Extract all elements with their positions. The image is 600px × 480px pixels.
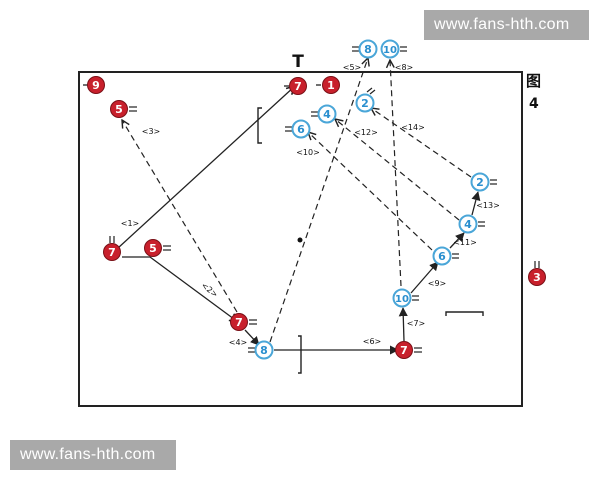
- svg-text:4: 4: [464, 218, 472, 231]
- svg-text:3: 3: [533, 271, 541, 284]
- svg-text:7: 7: [235, 316, 243, 329]
- red-player-7-center: 7: [230, 313, 257, 331]
- red-player-1: 1: [316, 76, 340, 94]
- watermark-bottom: www.fans-hth.com: [10, 440, 176, 470]
- blue-player-2-top: 2: [355, 87, 376, 113]
- dashed-lines: [122, 58, 472, 343]
- step-label: <11>: [453, 238, 477, 247]
- svg-text:8: 8: [260, 344, 268, 357]
- field-boundary: [78, 71, 523, 407]
- svg-text:8: 8: [364, 43, 372, 56]
- step-label: <5>: [343, 63, 362, 72]
- line-13: [471, 191, 481, 216]
- svg-text:4: 4: [323, 108, 331, 121]
- line-7: [398, 307, 408, 342]
- blue-player-8-top: 8: [352, 39, 378, 59]
- figure-number: 4: [529, 96, 539, 112]
- svg-text:10: 10: [383, 45, 397, 56]
- dash-8: [390, 60, 402, 287]
- step-label: <14>: [401, 123, 425, 132]
- watermark-top: www.fans-hth.com: [424, 10, 589, 40]
- step-label: <13>: [476, 201, 500, 210]
- step-label: <1>: [121, 219, 140, 228]
- red-player-7-top: 7: [284, 77, 307, 95]
- svg-text:5: 5: [115, 103, 123, 116]
- step-label: <9>: [428, 279, 447, 288]
- line-1: [117, 86, 295, 249]
- svg-text:6: 6: [297, 123, 305, 136]
- dash-12: [335, 119, 460, 221]
- blue-player-8-bottom: 8: [248, 340, 274, 360]
- screen-bracket-left: [257, 107, 262, 144]
- svg-text:6: 6: [438, 250, 446, 263]
- red-player-3: 3: [528, 261, 546, 286]
- blue-player-4-right: 4: [458, 214, 485, 234]
- red-player-5-left: 5: [144, 239, 171, 257]
- red-player-7-left: 7: [103, 236, 121, 261]
- red-player-5-top: 5: [110, 100, 137, 118]
- line-11: [449, 232, 465, 249]
- screen-bracket-right: [445, 311, 484, 316]
- svg-text:5: 5: [149, 242, 157, 255]
- marker-t: T: [292, 52, 304, 72]
- solid-lines: [117, 86, 481, 355]
- step-label: <6>: [363, 337, 382, 346]
- svg-text:7: 7: [294, 80, 302, 93]
- screen-bracket-center: [298, 335, 302, 374]
- step-label: <10>: [296, 148, 320, 157]
- blue-player-4-top: 4: [311, 104, 337, 124]
- red-team: 9 7 1 5 7 5: [83, 76, 546, 359]
- step-label: <12>: [354, 128, 378, 137]
- dash-10: [308, 132, 433, 251]
- blue-player-10-top: 10: [380, 39, 407, 59]
- svg-text:7: 7: [108, 246, 116, 259]
- svg-text:2: 2: [361, 97, 369, 110]
- svg-text:2: 2: [476, 176, 484, 189]
- step-label: <8>: [395, 63, 414, 72]
- blue-player-6-top: 6: [285, 119, 311, 139]
- line-4: [244, 329, 260, 346]
- svg-text:7: 7: [400, 344, 408, 357]
- step-label: <7>: [407, 319, 426, 328]
- blue-player-6-right: 6: [432, 246, 459, 266]
- line-9: [410, 261, 439, 294]
- dash-14: [371, 108, 472, 178]
- svg-text:9: 9: [92, 79, 100, 92]
- figure-label: 图: [526, 72, 542, 90]
- dash-3: [122, 120, 238, 313]
- svg-text:1: 1: [327, 79, 335, 92]
- svg-text:10: 10: [395, 294, 409, 305]
- red-player-9: 9: [83, 76, 105, 94]
- line-2: [122, 256, 238, 322]
- ball: [297, 237, 303, 243]
- blue-player-10-bottom: 10: [392, 288, 419, 308]
- step-label: <3>: [142, 127, 161, 136]
- blue-player-2-right: 2: [470, 172, 497, 192]
- blue-team: 8 10 2 4 6: [248, 39, 497, 360]
- step-label: <4>: [229, 338, 248, 347]
- red-player-7-right: 7: [395, 341, 422, 359]
- dash-5: [269, 58, 368, 343]
